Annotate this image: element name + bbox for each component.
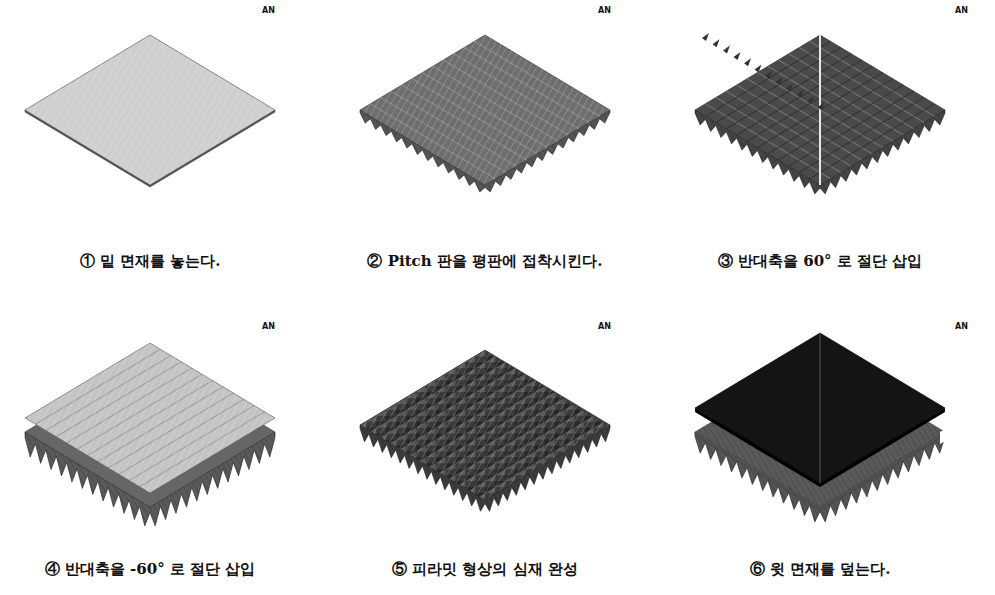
insert-spike — [776, 77, 783, 85]
step-caption: ⑥ 윗 면재를 덮는다. — [750, 560, 891, 579]
insert-spike — [786, 83, 793, 91]
pitch-ridge — [789, 91, 914, 166]
corner-mark: AN — [955, 322, 968, 331]
cut-line — [819, 35, 821, 185]
panel-5-art — [360, 350, 610, 511]
pitch-plate — [25, 343, 275, 493]
step-caption: ① 밑 면재를 놓는다. — [80, 252, 221, 271]
panel-4-art — [25, 343, 275, 526]
pitch-ridge — [726, 54, 851, 129]
step-caption: ⑤ 피라밋 형상의 심재 완성 — [392, 560, 578, 579]
insert-spike — [734, 52, 741, 60]
corner-mark: AN — [598, 322, 611, 331]
insert-spike — [702, 33, 709, 41]
pitch-ridge — [799, 98, 924, 173]
corner-mark: AN — [955, 6, 968, 15]
pyramid-core — [360, 350, 610, 500]
step-caption: ③ 반대축을 60° 로 절단 삽입 — [718, 252, 923, 271]
pitch-ridge — [747, 66, 872, 141]
pitch-ridge — [810, 104, 935, 179]
step-caption: ④ 반대축을 -60° 로 절단 삽입 — [45, 560, 256, 579]
corner-mark: AN — [598, 6, 611, 15]
pitch-ridge — [716, 48, 841, 123]
panel-1-art — [25, 35, 275, 187]
step-caption: ② Pitch 판을 평판에 접착시킨다. — [367, 252, 602, 271]
art-shape — [360, 35, 610, 185]
panel-6-art — [695, 333, 947, 522]
insert-spike — [755, 65, 762, 73]
insert-spike — [765, 71, 772, 79]
art-shape — [695, 35, 945, 185]
art-shape — [25, 343, 275, 493]
art-shape — [360, 350, 610, 500]
art-shape — [819, 333, 821, 483]
insert-spike — [818, 102, 825, 110]
skin-gap — [940, 428, 947, 444]
plate-top — [25, 35, 275, 185]
panel-3-art — [695, 33, 945, 194]
insert-spike — [713, 39, 720, 47]
insert-spike — [723, 46, 730, 54]
pitch-ridge — [778, 85, 903, 160]
panel-2-art — [360, 35, 610, 192]
corner-mark: AN — [262, 6, 275, 15]
art-shape — [25, 35, 275, 185]
insert-spike — [797, 90, 804, 98]
art-shape — [360, 35, 610, 185]
corner-mark: AN — [262, 322, 275, 331]
pitch-ridge — [737, 60, 862, 135]
pitch-ridge — [705, 41, 830, 116]
insert-spike — [744, 58, 751, 66]
insert-spike — [807, 96, 814, 104]
top-skin — [695, 333, 945, 483]
pitch-ridge — [768, 79, 893, 154]
